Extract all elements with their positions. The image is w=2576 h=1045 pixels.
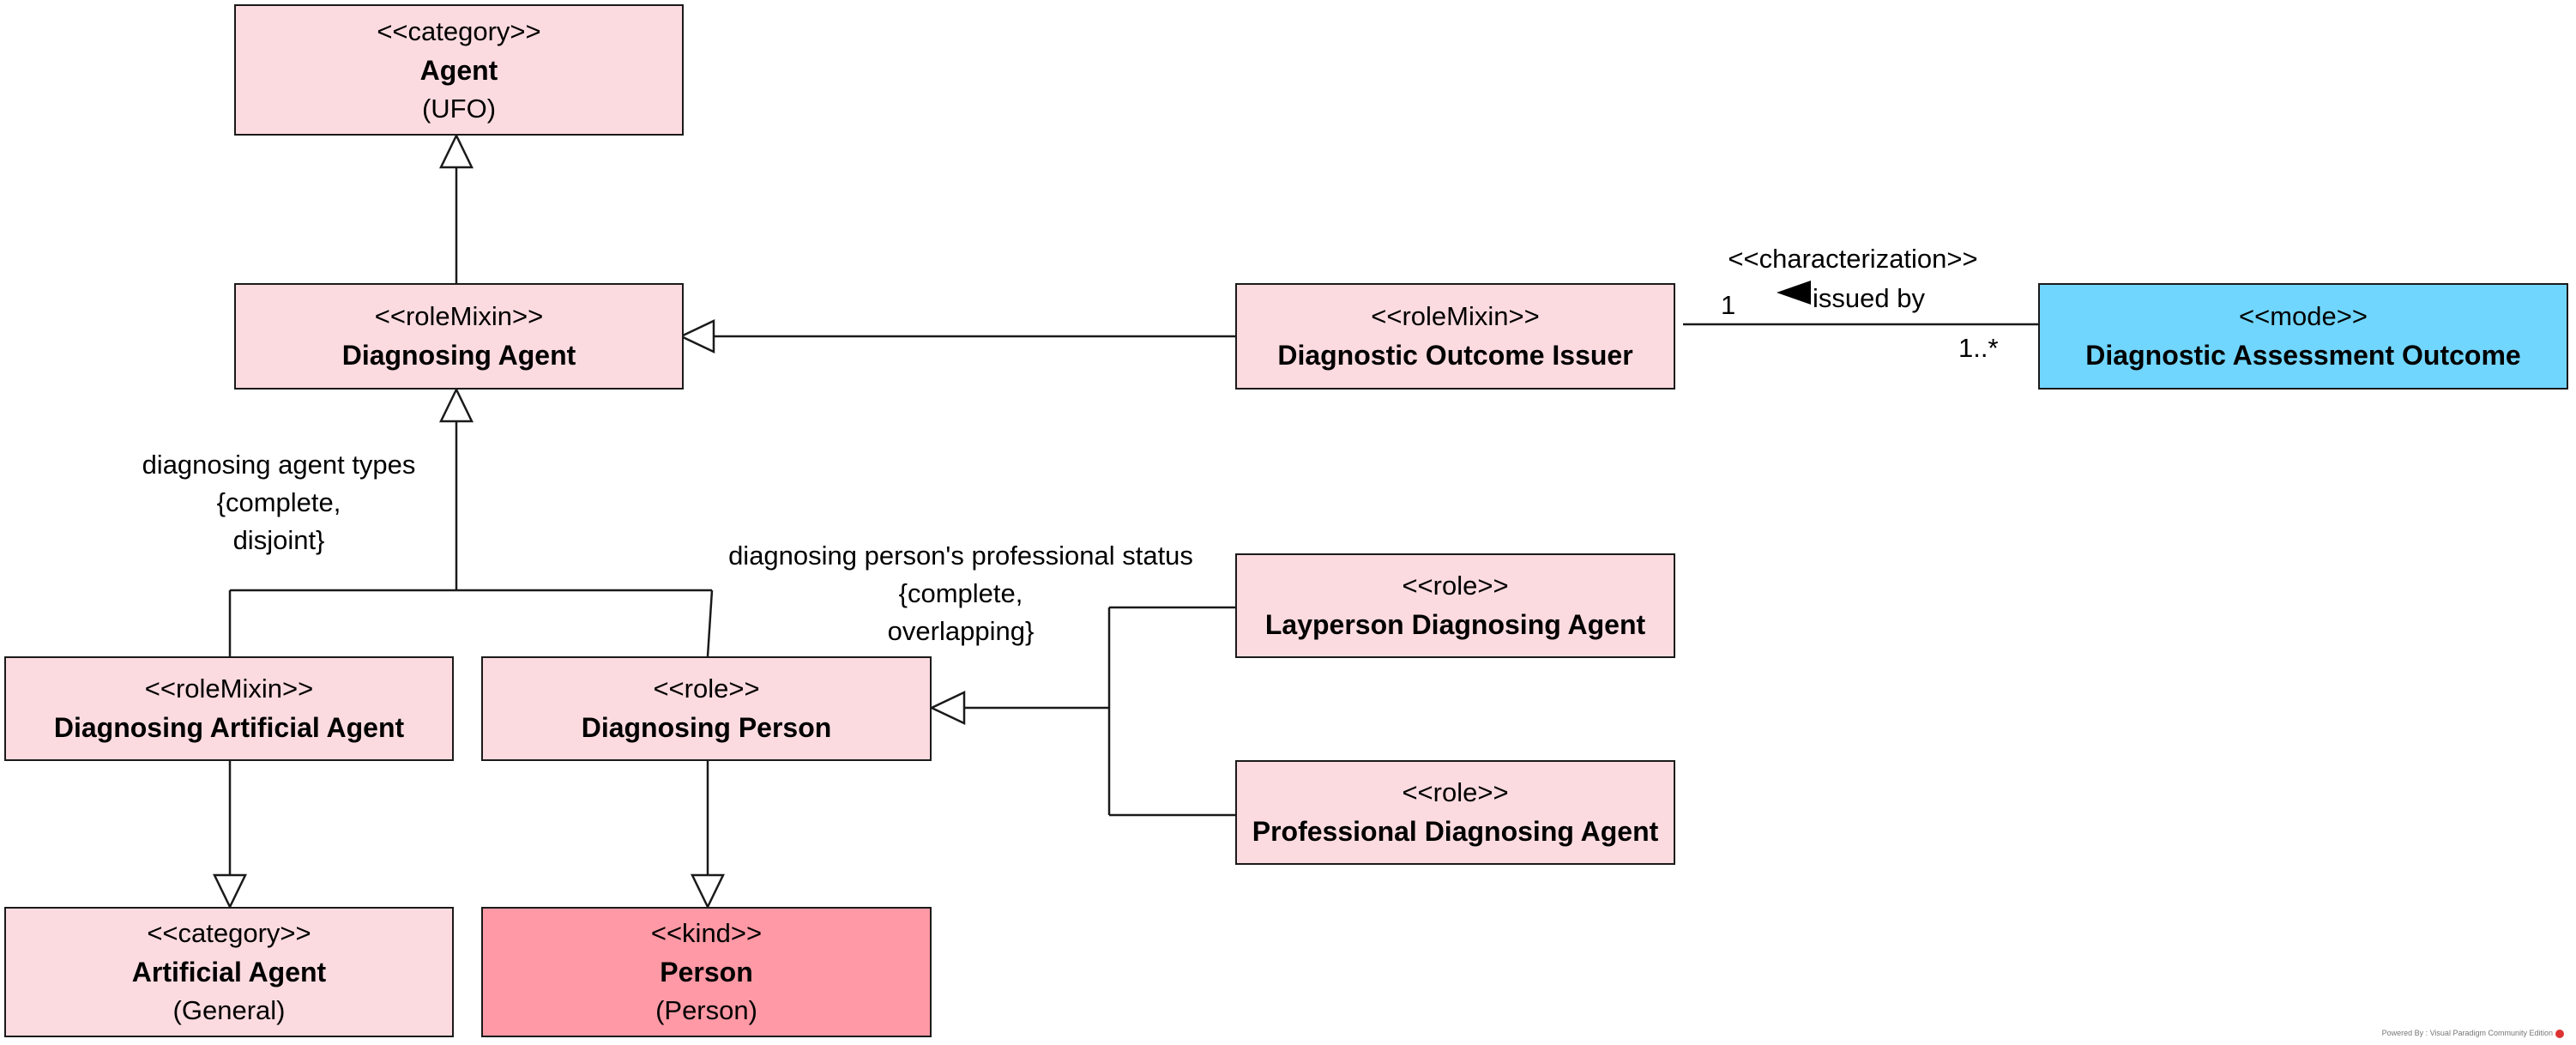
stereotype: <<role>> bbox=[1402, 777, 1509, 807]
generalization-set-label-agent-types: diagnosing agent types {complete, disjoi… bbox=[120, 446, 437, 559]
class-name: Layperson Diagnosing Agent bbox=[1264, 609, 1646, 640]
class-name: Professional Diagnosing Agent bbox=[1252, 816, 1659, 847]
footer-text: Powered By : Visual Paradigm Community E… bbox=[2381, 1029, 2553, 1038]
multiplicity-outcome: 1..* bbox=[1958, 333, 1999, 363]
label-line: disjoint} bbox=[232, 525, 325, 555]
class-diagnosing-artificial-agent[interactable]: <<roleMixin>> Diagnosing Artificial Agen… bbox=[4, 656, 454, 761]
stereotype: <<role>> bbox=[653, 674, 760, 704]
class-agent[interactable]: <<category>> Agent (UFO) bbox=[234, 4, 684, 136]
generalization-arrowhead bbox=[679, 319, 715, 353]
multiplicity-issuer: 1 bbox=[1721, 290, 1736, 320]
class-layperson-diagnosing-agent[interactable]: <<role>> Layperson Diagnosing Agent bbox=[1235, 553, 1675, 658]
generalization-arrowhead bbox=[691, 873, 725, 909]
vp-logo-icon bbox=[2555, 1030, 2564, 1038]
stereotype: <<category>> bbox=[147, 918, 311, 948]
label-line: {complete, bbox=[216, 487, 341, 517]
stereotype: <<roleMixin>> bbox=[374, 301, 544, 331]
stereotype: <<roleMixin>> bbox=[144, 674, 314, 704]
class-name: Diagnosing Person bbox=[581, 712, 832, 743]
generalization-set-label-professional-status: diagnosing person's professional status … bbox=[703, 537, 1218, 650]
stereotype: <<category>> bbox=[377, 15, 541, 46]
association-direction-arrow bbox=[1777, 281, 1811, 305]
class-name: Artificial Agent bbox=[131, 957, 327, 988]
class-person[interactable]: <<kind>> Person (Person) bbox=[481, 907, 932, 1037]
class-name: Diagnosing Agent bbox=[341, 340, 576, 371]
association-stereotype: <<characterization>> bbox=[1728, 244, 1978, 274]
generalization-arrowhead bbox=[929, 691, 966, 725]
class-name: Diagnostic Assessment Outcome bbox=[2085, 340, 2521, 371]
class-diagnostic-outcome-issuer[interactable]: <<roleMixin>> Diagnostic Outcome Issuer bbox=[1235, 283, 1675, 390]
stereotype: <<roleMixin>> bbox=[1371, 301, 1540, 331]
association-name: issued by bbox=[1813, 283, 1925, 313]
generalization-arrowhead bbox=[213, 873, 247, 909]
class-diagnosing-person[interactable]: <<role>> Diagnosing Person bbox=[481, 656, 932, 761]
label-line: {complete, bbox=[898, 578, 1023, 608]
class-note: (General) bbox=[172, 995, 286, 1025]
stereotype: <<role>> bbox=[1402, 571, 1509, 601]
label-line: diagnosing agent types bbox=[142, 450, 416, 480]
class-name: Agent bbox=[419, 54, 498, 86]
class-note: (UFO) bbox=[421, 93, 497, 124]
class-diagnostic-assessment-outcome[interactable]: <<mode>> Diagnostic Assessment Outcome bbox=[2038, 283, 2568, 390]
class-name: Person bbox=[660, 957, 753, 988]
class-artificial-agent[interactable]: <<category>> Artificial Agent (General) bbox=[4, 907, 454, 1037]
class-name: Diagnosing Artificial Agent bbox=[53, 712, 405, 743]
generalization-arrowhead bbox=[439, 133, 474, 169]
stereotype: <<mode>> bbox=[2239, 301, 2368, 331]
class-professional-diagnosing-agent[interactable]: <<role>> Professional Diagnosing Agent bbox=[1235, 760, 1675, 865]
label-line: diagnosing person's professional status bbox=[728, 541, 1193, 571]
class-note: (Person) bbox=[655, 995, 757, 1025]
stereotype: <<kind>> bbox=[650, 918, 763, 948]
class-diagnosing-agent[interactable]: <<roleMixin>> Diagnosing Agent bbox=[234, 283, 684, 390]
label-line: overlapping} bbox=[887, 616, 1035, 646]
generalization-arrowhead bbox=[439, 387, 474, 423]
footer-credit: Powered By : Visual Paradigm Community E… bbox=[2382, 1029, 2564, 1038]
class-name: Diagnostic Outcome Issuer bbox=[1277, 340, 1633, 371]
